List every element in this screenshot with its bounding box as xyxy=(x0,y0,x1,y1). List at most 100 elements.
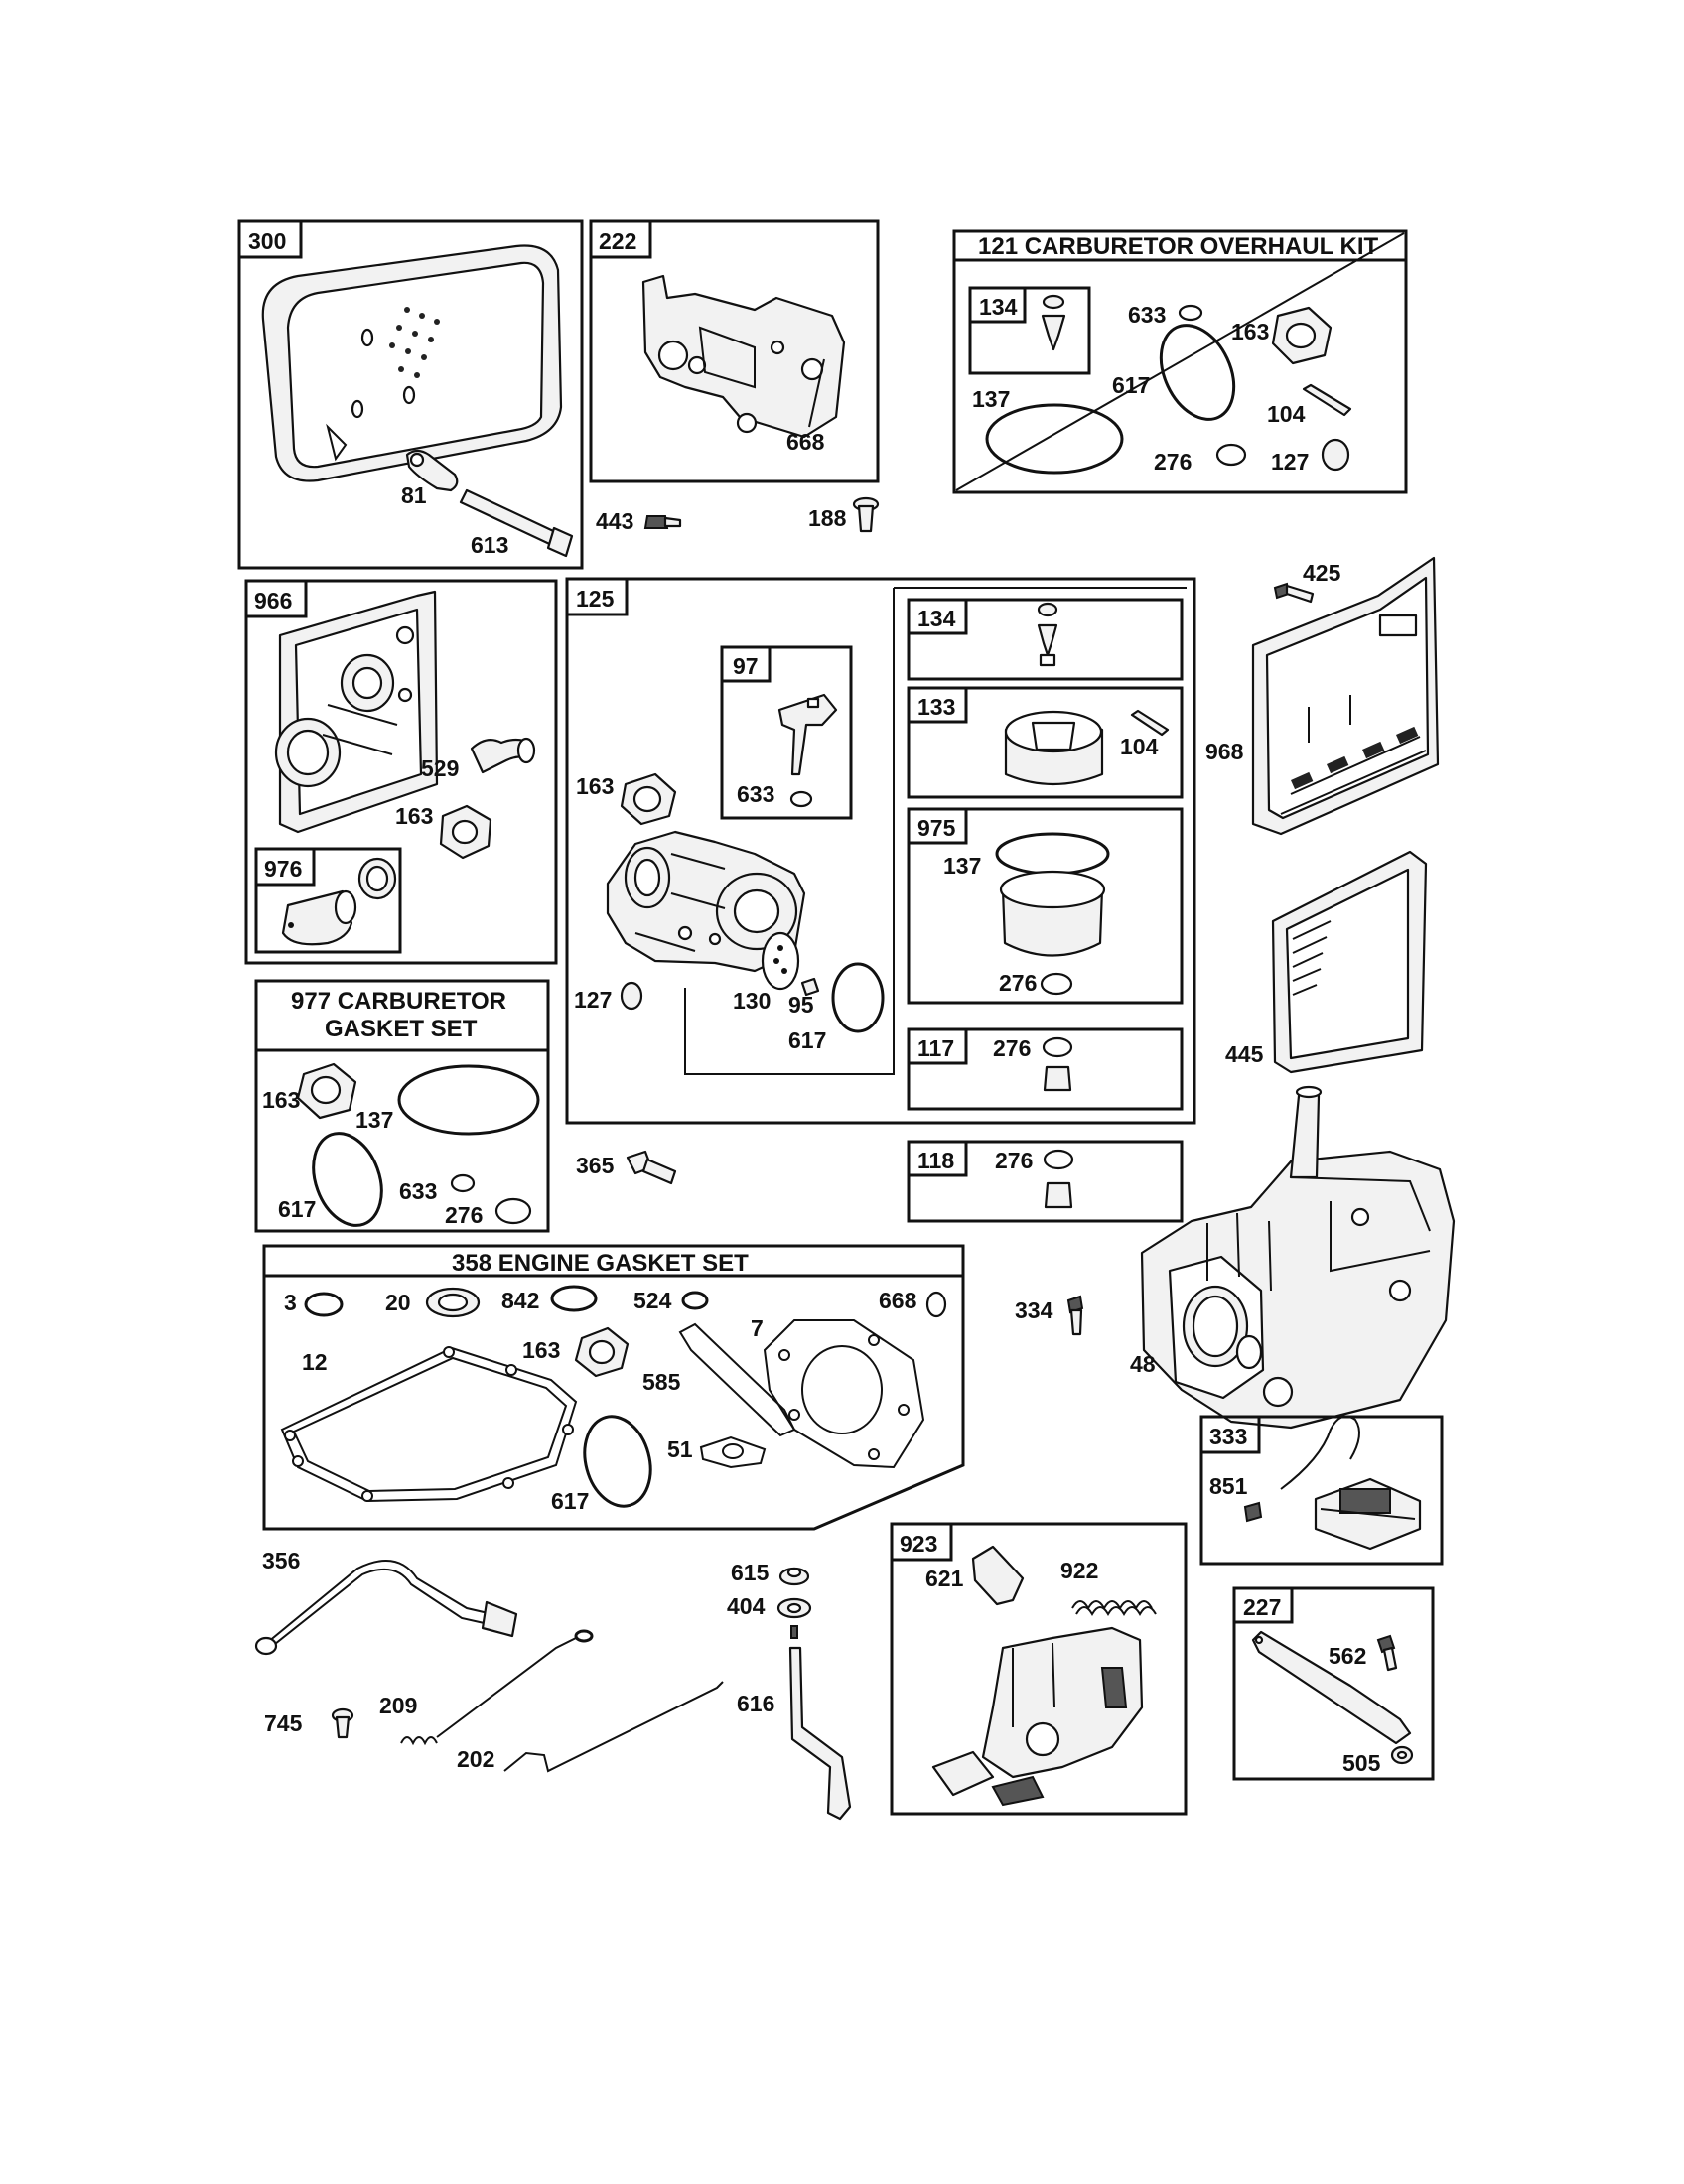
label-613: 613 xyxy=(471,532,508,558)
box-title-121: 121 CARBURETOR OVERHAUL KIT xyxy=(978,233,1379,260)
part-617-ring xyxy=(831,962,885,1033)
label-137: 137 xyxy=(943,853,981,879)
label-163: 163 xyxy=(522,1337,560,1363)
part-7-head-gasket xyxy=(763,1319,925,1469)
box-label-300: 300 xyxy=(248,228,286,254)
label-585: 585 xyxy=(642,1369,681,1395)
box-label-97: 97 xyxy=(733,653,759,679)
part-445-filter xyxy=(1271,850,1428,1074)
box-977-carburetor-gasket-set: 977 CARBURETOR GASKET SET 163 137 617 63… xyxy=(254,979,550,1233)
label-842: 842 xyxy=(501,1288,539,1313)
label-188: 188 xyxy=(808,505,847,531)
label-3: 3 xyxy=(284,1290,297,1315)
label-276: 276 xyxy=(1154,449,1192,475)
part-334-bolt xyxy=(1066,1295,1084,1336)
part-966-body xyxy=(274,590,439,834)
part-20-oil-seal xyxy=(425,1287,481,1318)
part-585-gasket xyxy=(678,1322,796,1437)
label-745: 745 xyxy=(264,1710,303,1736)
label-443: 443 xyxy=(596,508,633,534)
label-137: 137 xyxy=(972,386,1010,412)
bracket-part xyxy=(641,274,846,439)
part-133-float xyxy=(1004,710,1104,786)
part-104-pin xyxy=(1130,709,1170,737)
label-104: 104 xyxy=(1267,401,1306,427)
label-562: 562 xyxy=(1329,1643,1366,1669)
box-label-125: 125 xyxy=(576,586,615,612)
box-label-222: 222 xyxy=(599,228,636,254)
part-276-seal xyxy=(1042,1036,1073,1058)
label-505: 505 xyxy=(1342,1750,1381,1776)
label-276: 276 xyxy=(995,1148,1033,1173)
label-617: 617 xyxy=(1112,372,1150,398)
box-title-977-line1: 977 CARBURETOR xyxy=(291,988,506,1015)
part-276-seal xyxy=(1043,1149,1074,1170)
label-163: 163 xyxy=(1231,319,1269,344)
part-127-plug xyxy=(1321,438,1350,472)
part-51-gasket xyxy=(699,1435,767,1469)
box-222-bracket: 222 668 xyxy=(589,219,880,483)
label-20: 20 xyxy=(385,1290,411,1315)
part-842-ring xyxy=(550,1285,598,1312)
label-163: 163 xyxy=(395,803,433,829)
part-137-ring xyxy=(397,1064,540,1136)
part-562-screw xyxy=(1376,1634,1398,1672)
label-137: 137 xyxy=(355,1107,393,1133)
label-922: 922 xyxy=(1060,1558,1098,1583)
box-label-975: 975 xyxy=(917,815,956,841)
part-97-fuel-valve xyxy=(777,693,838,776)
part-356-ground-wire xyxy=(254,1560,518,1656)
part-127-plug xyxy=(620,981,643,1011)
part-202-link xyxy=(503,1681,724,1773)
label-617: 617 xyxy=(278,1196,316,1222)
box-227-lever: 227 562 505 xyxy=(1232,1586,1435,1781)
box-125-carburetor: 125 97 633 163 127 130 xyxy=(565,577,1196,1125)
carburetor-body xyxy=(606,830,806,973)
part-137-ring xyxy=(985,403,1124,475)
label-851: 851 xyxy=(1209,1473,1248,1499)
part-134-needle xyxy=(1041,294,1066,351)
box-358-engine-gasket-set: 358 ENGINE GASKET SET 3 20 842 524 668 1… xyxy=(262,1244,965,1531)
label-276: 276 xyxy=(445,1202,483,1228)
part-333-armature xyxy=(1280,1415,1422,1551)
part-404-washer xyxy=(776,1597,812,1619)
part-851-screw xyxy=(1243,1501,1263,1523)
label-163: 163 xyxy=(576,773,614,799)
label-615: 615 xyxy=(731,1560,770,1585)
part-968-air-cleaner-base xyxy=(1251,556,1440,836)
box-title-358: 358 ENGINE GASKET SET xyxy=(452,1250,749,1277)
label-51: 51 xyxy=(667,1436,693,1462)
box-label-134: 134 xyxy=(917,606,956,631)
label-12: 12 xyxy=(302,1349,328,1375)
label-276: 276 xyxy=(999,970,1037,996)
part-3-seal xyxy=(304,1292,344,1317)
box-label-923: 923 xyxy=(900,1531,937,1557)
label-404: 404 xyxy=(727,1593,766,1619)
label-127: 127 xyxy=(574,987,612,1013)
part-209-spring xyxy=(400,1629,594,1746)
part-633-washer xyxy=(1178,304,1203,322)
part-276-seal xyxy=(1040,972,1073,996)
part-668-seal xyxy=(925,1291,947,1318)
part-130-plate xyxy=(761,931,800,991)
label-127: 127 xyxy=(1271,449,1309,475)
part-134-needle xyxy=(1037,602,1058,667)
label-48: 48 xyxy=(1130,1351,1156,1377)
part-81-washer xyxy=(405,449,459,492)
box-label-333: 333 xyxy=(1209,1424,1247,1449)
box-966: 966 529 163 976 xyxy=(244,579,558,965)
part-118-bolt xyxy=(1044,1181,1073,1209)
label-7: 7 xyxy=(751,1315,764,1341)
label-163: 163 xyxy=(262,1087,300,1113)
label-524: 524 xyxy=(633,1288,672,1313)
part-443-screw xyxy=(643,515,682,529)
part-616-shaft xyxy=(788,1646,852,1821)
part-615-nut xyxy=(778,1567,810,1586)
label-202: 202 xyxy=(457,1746,494,1772)
part-365-fitting xyxy=(626,1150,677,1185)
label-968: 968 xyxy=(1205,739,1244,764)
box-label-117: 117 xyxy=(917,1035,954,1061)
part-745-screw xyxy=(331,1707,354,1739)
label-617: 617 xyxy=(788,1027,826,1053)
